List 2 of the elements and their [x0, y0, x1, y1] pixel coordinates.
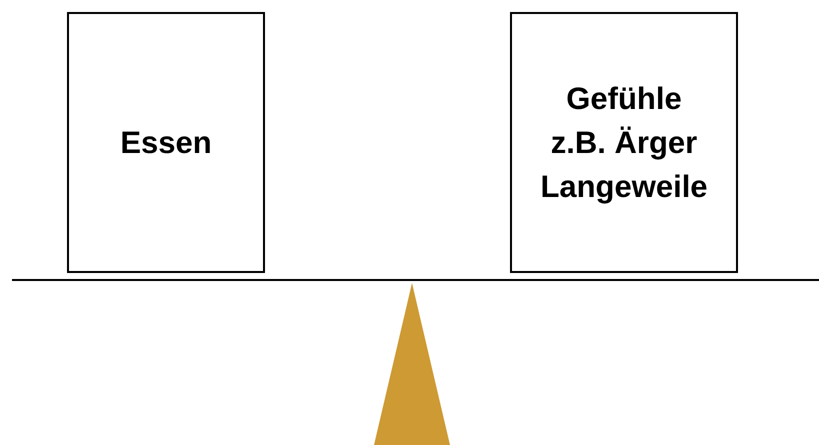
weight-box: Essen	[67, 12, 265, 273]
weight-box: Gefühle z.B. Ärger Langeweile	[510, 12, 738, 273]
